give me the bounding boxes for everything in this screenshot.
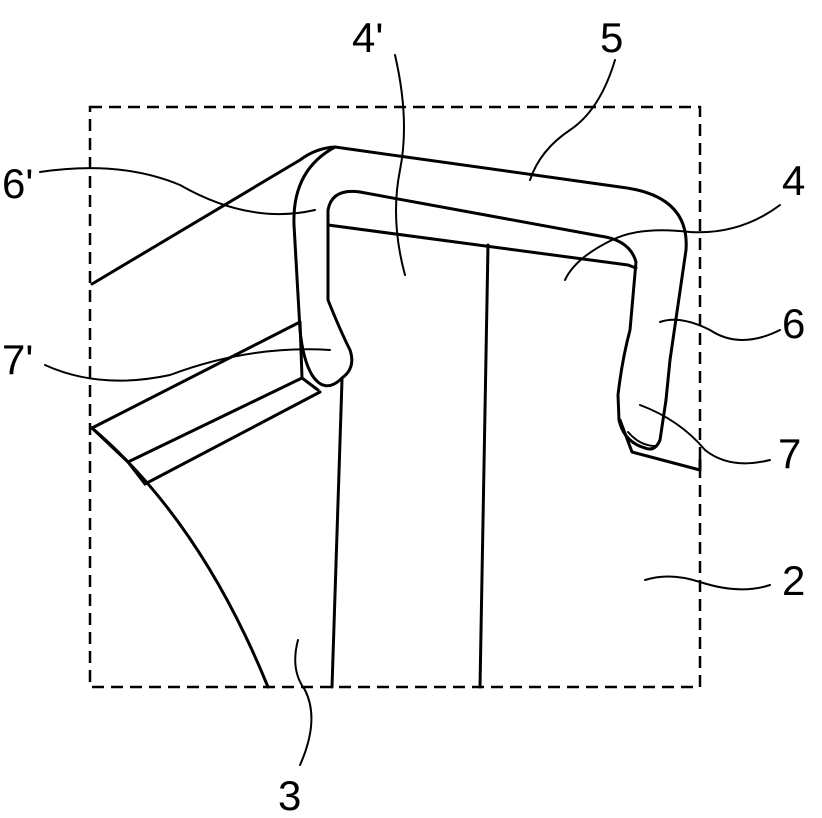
vertical-edge-left — [332, 380, 342, 687]
ramp-upper-edge — [92, 322, 300, 428]
clip-outer-contour — [294, 147, 686, 449]
leader-2 — [645, 576, 770, 589]
right-hook-plate — [620, 420, 700, 470]
label-2: 2 — [782, 557, 805, 604]
leader-4prime — [395, 55, 405, 275]
vertical-edge-middle — [480, 245, 488, 687]
inner-top-edge — [328, 225, 636, 268]
ramp-lower-edge — [145, 392, 320, 484]
label-3: 3 — [278, 772, 301, 818]
label-7: 7 — [778, 430, 801, 477]
label-6: 6 — [782, 300, 805, 347]
leader-3 — [295, 640, 311, 765]
label-6prime: 6' — [2, 160, 33, 207]
upper-slant-edge — [92, 147, 335, 284]
leader-5 — [530, 60, 615, 180]
leader-4 — [565, 205, 780, 280]
dashed-boundary-box — [90, 107, 700, 687]
leader-7prime — [45, 349, 330, 380]
ramp-mid-edge — [128, 378, 302, 462]
right-hook-inner — [628, 432, 656, 446]
label-7prime: 7' — [2, 336, 33, 383]
label-4prime: 4' — [352, 14, 383, 61]
label-4: 4 — [782, 157, 805, 204]
label-5: 5 — [600, 14, 623, 61]
leader-6 — [660, 320, 780, 340]
